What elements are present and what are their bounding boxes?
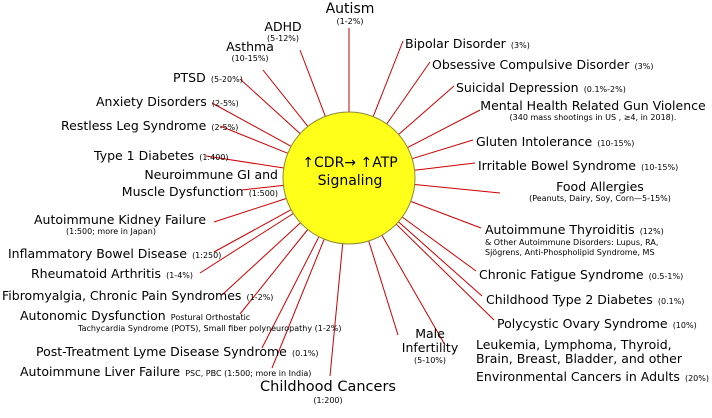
spoke-neuroimmune [241, 184, 284, 191]
center-circle [282, 111, 416, 245]
spoke-food [414, 184, 501, 194]
label-kidney-failure: Autoimmune Kidney Failure (1:500; more i… [34, 212, 207, 237]
spoke-ibs [414, 162, 476, 171]
spoke-childcancer [329, 243, 344, 377]
spoke-bipolar [372, 40, 404, 117]
label-childhood-cancers: Childhood Cancers (1:200) [260, 379, 396, 405]
label-restless-leg: Restless Leg Syndrome (2-5%) [61, 118, 239, 133]
spoke-pcos [395, 223, 495, 321]
spoke-kidney [213, 198, 287, 223]
spoke-ptsd [239, 78, 301, 134]
spoke-ibd [213, 209, 292, 253]
spoke-liver [271, 239, 325, 369]
label-ptsd: PTSD (5-20%) [173, 70, 243, 85]
label-thyroiditis: Autoimmune Thyroiditis (12%) & Other Aut… [485, 222, 664, 257]
label-adhd: ADHD (5-12%) [264, 19, 302, 44]
spoke-t2d [398, 221, 483, 297]
label-gluten: Gluten Intolerance (10-15%) [476, 134, 635, 149]
spoke-ra [199, 213, 294, 274]
label-asthma: Asthma (10-15%) [226, 39, 274, 64]
spoke-maleinf [368, 240, 399, 336]
spoke-gluten [411, 139, 474, 160]
spoke-rls [219, 125, 288, 154]
spoke-asthma [262, 69, 309, 127]
center-line-2: Signaling [317, 172, 383, 189]
label-neuroimmune: Neuroimmune GI and Muscle Dysfunction (1… [121, 167, 278, 200]
label-rheumatoid: Rheumatoid Arthritis (1-4%) [31, 266, 194, 281]
label-ibs: Irritable Bowel Syndrome (10-15%) [478, 158, 679, 173]
label-autism: Autism (1-2%) [325, 1, 375, 27]
label-adult-cancers: Leukemia, Lymphoma, Thyroid, Brain, Brea… [476, 337, 709, 384]
spoke-ocd [386, 61, 431, 125]
center-label: ↑CDR→ ↑ATP Signaling [280, 155, 420, 190]
label-gun-violence: Mental Health Related Gun Violence (340 … [480, 98, 706, 123]
spoke-leukemia [381, 234, 446, 346]
label-type1-diabetes: Type 1 Diabetes (1:400) [94, 148, 229, 163]
spoke-anxiety [211, 102, 292, 147]
label-chronic-fatigue: Chronic Fatigue Syndrome (0.5-1%) [479, 267, 684, 282]
spoke-thyroiditis [410, 200, 482, 229]
spoke-adhd [299, 49, 326, 117]
label-ocd: Obsessive Compulsive Disorder (3%) [432, 57, 654, 72]
label-ibd: Inflammatory Bowel Disease (1:250) [8, 246, 222, 261]
spoke-lyme [261, 236, 320, 349]
label-childhood-t2d: Childhood Type 2 Diabetes (0.1%) [486, 292, 685, 307]
spokes [199, 28, 501, 377]
label-autonomic: Autonomic Dysfunction Postural Orthostat… [20, 308, 342, 334]
spoke-cfs [401, 216, 477, 272]
center-line-1: ↑CDR→ ↑ATP [302, 155, 398, 171]
spoke-suicidal [398, 85, 455, 135]
label-fibromyalgia: Fibromyalgia, Chronic Pain Syndromes (1-… [2, 288, 274, 303]
label-bipolar: Bipolar Disorder (3%) [405, 36, 530, 51]
label-lyme: Post-Treatment Lyme Disease Syndrome (0.… [36, 344, 319, 359]
label-liver-failure: Autoimmune Liver Failure PSC, PBC (1:500… [20, 364, 312, 379]
label-pcos: Polycystic Ovary Syndrome (10%) [497, 316, 697, 331]
spoke-autonomic [239, 229, 309, 315]
spoke-fibro [221, 222, 301, 296]
spoke-t1d [205, 155, 284, 169]
label-anxiety: Anxiety Disorders (2-5%) [96, 94, 239, 109]
label-male-infertility: Male Infertility (5-10%) [401, 326, 459, 365]
label-food-allergies: Food Allergies (Peanuts, Dairy, Soy, Cor… [529, 179, 671, 204]
label-suicidal: Suicidal Depression (0.1%-2%) [456, 80, 626, 95]
spoke-gun [407, 109, 481, 149]
